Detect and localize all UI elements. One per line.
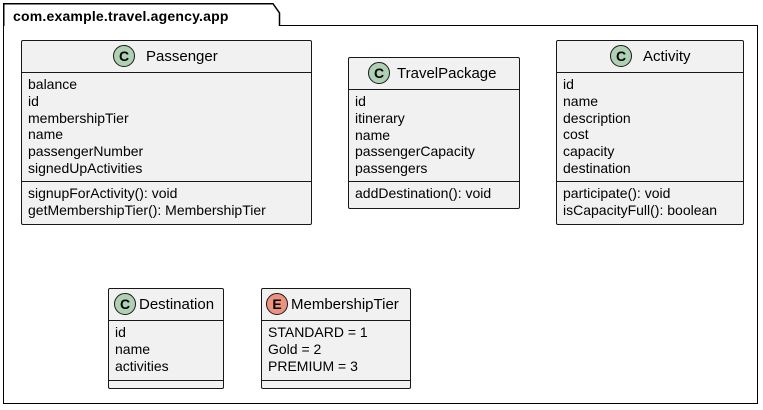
method: getMembershipTier(): MembershipTier <box>28 201 266 218</box>
class-name: Passenger <box>146 48 218 65</box>
enum-value: PREMIUM = 3 <box>268 357 358 374</box>
class-activity[interactable]: C Activity id name description cost capa… <box>556 40 744 225</box>
package-frame-top <box>279 25 758 26</box>
method: signupForActivity(): void <box>28 184 178 201</box>
class-name: Activity <box>643 48 691 65</box>
class-header: C Activity <box>557 41 743 73</box>
attribute: balance <box>28 76 78 92</box>
attribute: id <box>355 93 366 109</box>
attribute: capacity <box>563 143 615 160</box>
attributes-section: id name activities <box>109 321 223 381</box>
class-header: C Passenger <box>22 41 311 73</box>
class-name: Destination <box>139 296 215 313</box>
method: participate(): void <box>563 184 671 201</box>
method: addDestination(): void <box>355 184 492 201</box>
attribute: membershipTier <box>28 109 129 126</box>
attribute: cost <box>563 126 589 143</box>
class-stereotype-icon: C <box>368 62 390 84</box>
attribute: name <box>28 126 64 143</box>
method: isCapacityFull(): boolean <box>563 201 718 218</box>
package-tab-outline <box>3 3 281 26</box>
attribute: passengerCapacity <box>355 143 475 160</box>
methods-section <box>262 381 410 389</box>
class-name: TravelPackage <box>397 65 497 82</box>
enum-values-section: STANDARD = 1 Gold = 2 PREMIUM = 3 <box>262 321 410 381</box>
class-header: E MembershipTier <box>262 289 410 321</box>
attribute: id <box>563 76 574 92</box>
attributes-section: balance id membershipTier name passenger… <box>22 73 311 182</box>
class-header: C Destination <box>109 289 223 321</box>
class-stereotype-icon: C <box>610 45 632 67</box>
attribute: name <box>563 92 599 109</box>
class-destination[interactable]: C Destination id name activities <box>108 288 224 389</box>
methods-section: participate(): void isCapacityFull(): bo… <box>557 182 743 223</box>
class-stereotype-icon: C <box>114 293 136 315</box>
attribute: destination <box>563 159 631 176</box>
class-passenger[interactable]: C Passenger balance id membershipTier na… <box>21 40 312 225</box>
methods-section: addDestination(): void <box>349 182 519 206</box>
attribute: id <box>28 92 39 109</box>
attribute: passengerNumber <box>28 143 144 160</box>
enum-stereotype-icon: E <box>266 293 288 315</box>
enum-value: STANDARD = 1 <box>268 324 368 340</box>
attributes-section: id name description cost capacity destin… <box>557 73 743 182</box>
enum-value: Gold = 2 <box>268 340 322 357</box>
attribute: passengers <box>355 160 428 177</box>
methods-section: signupForActivity(): void getMembershipT… <box>22 182 311 223</box>
methods-section <box>109 381 223 389</box>
enum-membership-tier[interactable]: E MembershipTier STANDARD = 1 Gold = 2 P… <box>261 288 411 389</box>
attribute: id <box>115 324 126 340</box>
attributes-section: id itinerary name passengerCapacity pass… <box>349 90 519 182</box>
package-tab: com.example.travel.agency.app <box>3 3 281 26</box>
class-stereotype-icon: C <box>113 45 135 67</box>
attribute: itinerary <box>355 109 405 126</box>
attribute: signedUpActivities <box>28 159 143 176</box>
class-name: MembershipTier <box>291 296 399 313</box>
class-header: C TravelPackage <box>349 58 519 90</box>
package-frame <box>3 25 758 404</box>
class-travel-package[interactable]: C TravelPackage id itinerary name passen… <box>348 57 520 209</box>
attribute: description <box>563 109 631 126</box>
attribute: name <box>355 126 391 143</box>
package-name: com.example.travel.agency.app <box>13 8 229 24</box>
attribute: activities <box>115 357 169 374</box>
attribute: name <box>115 340 151 357</box>
